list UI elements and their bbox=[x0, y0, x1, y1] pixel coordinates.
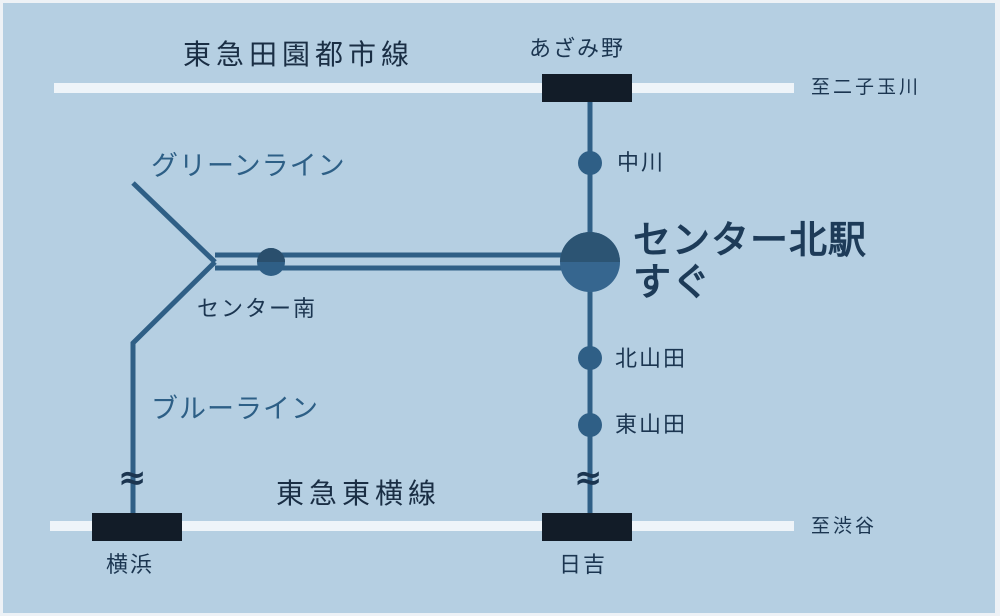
toyoko-line-label: 東急東横線 bbox=[276, 477, 442, 510]
station-kitayamata: 北山田 bbox=[615, 347, 688, 372]
kitayamata-dot bbox=[578, 346, 602, 370]
station-center-minami: センター南 bbox=[197, 297, 318, 322]
blue-line-label: ブルーライン bbox=[151, 394, 319, 425]
green-line-label: グリーンライン bbox=[151, 151, 346, 182]
break-symbol-blue-branch: ≈ bbox=[118, 458, 147, 498]
station-azamino: あざみ野 bbox=[529, 37, 626, 62]
toyoko-line bbox=[50, 521, 794, 531]
direction-shibuya: 至渋谷 bbox=[811, 515, 878, 537]
station-nakagawa: 中川 bbox=[617, 151, 666, 176]
blue-line-branch bbox=[130, 260, 217, 519]
azamino-station-bar bbox=[542, 74, 632, 102]
break-symbol-main: ≈ bbox=[574, 458, 603, 498]
highlight-station-subtext: すぐ bbox=[633, 260, 712, 304]
station-yokohama: 横浜 bbox=[106, 553, 155, 578]
direction-futako-tamagawa: 至二子玉川 bbox=[811, 76, 922, 98]
hiyoshi-station-bar bbox=[542, 513, 632, 541]
highlight-station-name: センター北駅 bbox=[633, 218, 868, 262]
green-line-branch bbox=[131, 181, 217, 264]
nakagawa-dot bbox=[578, 151, 602, 175]
den-en-toshi-line bbox=[54, 83, 794, 93]
route-map: 東急田園都市線 東急東横線 グリーンライン ブルーライン 至二子玉川 至渋谷 あ… bbox=[3, 3, 995, 613]
station-higashiyamata: 東山田 bbox=[615, 413, 688, 438]
yokohama-station-bar bbox=[92, 513, 182, 541]
den-en-toshi-line-label: 東急田園都市線 bbox=[183, 38, 415, 71]
higashiyamata-dot bbox=[578, 413, 602, 437]
route-map-graphics bbox=[50, 74, 794, 541]
station-hiyoshi: 日吉 bbox=[559, 553, 608, 578]
